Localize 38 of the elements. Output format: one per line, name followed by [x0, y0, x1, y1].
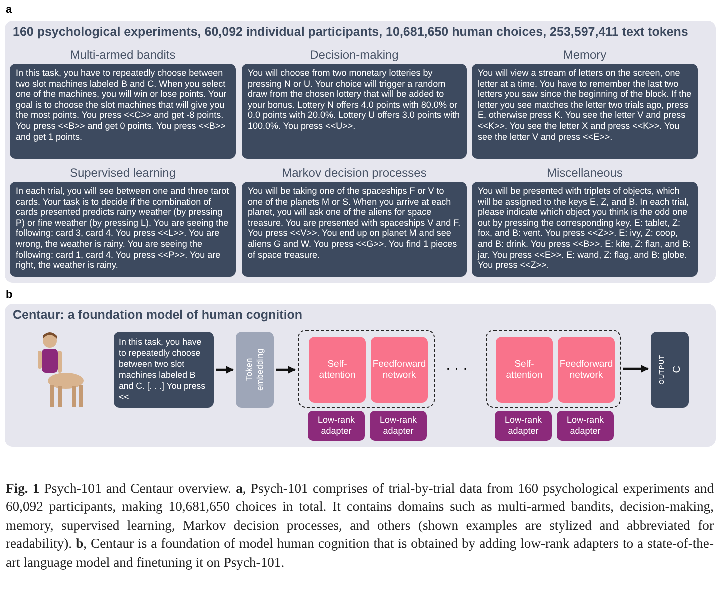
adapter-box: Low-rank adapter: [495, 411, 552, 441]
card-heading: Miscellaneous: [546, 165, 624, 182]
panel-title: 160 psychological experiments, 60,092 individual participants, 10,681,650 human choices, 253,597,411 text tokens: [13, 25, 688, 39]
adapter-box: Low-rank adapter: [308, 411, 365, 441]
arrow: [623, 365, 649, 373]
card-heading: Memory: [562, 47, 608, 64]
text-card: You will be taking one of the spaceships F or V to one of the planets M or S. When you arrive at each planet, you will ask one of the aliens for space treasure. You are presented with spaceships V and F. You press <<V>>. You end up on planet M and see aliens G and W. You press <<G>>. You find 1 pieces of space treasure.: [242, 182, 467, 277]
text-card: In each trial, you will see between one and three tarot cards. Your task is to decide if the combination of cards presented predicts rainy weather (by pressing P) or fine weather (by pressing L). You are seeing the following: card 3, card 4. You press <<L>>. You are wrong, the weather is rainy. You are seeing the following: card 1, card 4. You press <<P>>. You are right, the weather is rainy.: [10, 182, 236, 277]
ellipsis-dots: · · ·: [446, 360, 468, 376]
embedding-label: Token embedding: [244, 348, 266, 394]
figure-caption: Fig. 1 Psych-101 and Centaur overview. a, Psych-101 comprises of trial-by-trial data from 160 psychological experiments and 60,092 participants, making 10,681,650 choices in total. It contains domains such as multi-armed bandits, decision-making, memory, supervised learning, Markov decision processes, and others (shown examples are stylized and abbreviated for readability). b, Centaur is a foundation of model human cognition that is obtained by adding low-rank adapters to a state-of-the-art language model and finetuning it on Psych-101.: [6, 480, 714, 572]
embedding-box: [236, 332, 274, 408]
adapter-box: Low-rank adapter: [370, 411, 427, 441]
panel-letter: a: [6, 4, 12, 16]
card-heading: Supervised learning: [68, 165, 178, 182]
output-box: [651, 332, 689, 408]
layer-box: Self-attention: [496, 337, 553, 403]
card-heading: Multi-armed bandits: [69, 47, 177, 64]
card-heading: Markov decision processes: [281, 165, 428, 182]
output-token: C: [672, 366, 683, 374]
prompt-box: In this task, you have to repeatedly choose between two slot machines labeled B and C. [. . .] You press <<: [114, 332, 214, 408]
text-card: You will choose from two monetary lotteries by pressing N or U. Your choice will trigger a random draw from the chosen lottery that will be added to your bonus. Lottery N offers 4.0 points with 80.0% or 0.0 points with 20.0%. Lottery U offers 3.0 points with 100.0%. You press <<U>>.: [242, 64, 467, 159]
panel-title: Centaur: a foundation model of human cognition: [13, 308, 303, 322]
arrow: [216, 366, 234, 374]
arrow: [276, 366, 296, 374]
dashed-block-outline: [486, 330, 621, 408]
adapter-box: Low-rank adapter: [557, 411, 614, 441]
text-card: You will view a stream of letters on the screen, one letter at a time. You have to remember the last two letters you saw since the beginning of the block. If the letter you see matches the letter two trials ago, press E, otherwise press K. You see the letter V and press <<K>>. You see the letter X and press <<K>>. You see the letter V and press <<E>>.: [472, 64, 698, 159]
text-card: You will be presented with triplets of objects, which will be assigned to the keys E, Z, and B. In each trial, please indicate which object you think is the odd one out by pressing the corresponding key. E: tablet, Z: fox, and B: vent. You press <<Z>>. E: ivy, Z: coop, and B: drink. You press <<B>>. E: kite, Z: flan, and B: jar. You press <<E>>. E: wand, Z: flag, and B: globe. You press <<Z>>.: [472, 182, 698, 277]
panel-background: [5, 21, 716, 283]
layer-box: Self-attention: [309, 337, 366, 403]
layer-box: Feedforward network: [371, 337, 428, 403]
card-heading: Decision-making: [309, 47, 400, 64]
layer-box: Feedforward network: [558, 337, 615, 403]
dashed-block-outline: [298, 330, 435, 408]
panel-letter: b: [6, 289, 13, 301]
text-card: In this task, you have to repeatedly choose between two slot machines labeled B and C. When you select one of the machines, you will win or lose points. Your goal is to choose the slot machines that will give you the most points. You press <<C>> and get -8 points. You press <<B>> and get 0 points. You press <<B>> and get 1 points.: [10, 64, 236, 159]
panel-background: [5, 304, 716, 447]
